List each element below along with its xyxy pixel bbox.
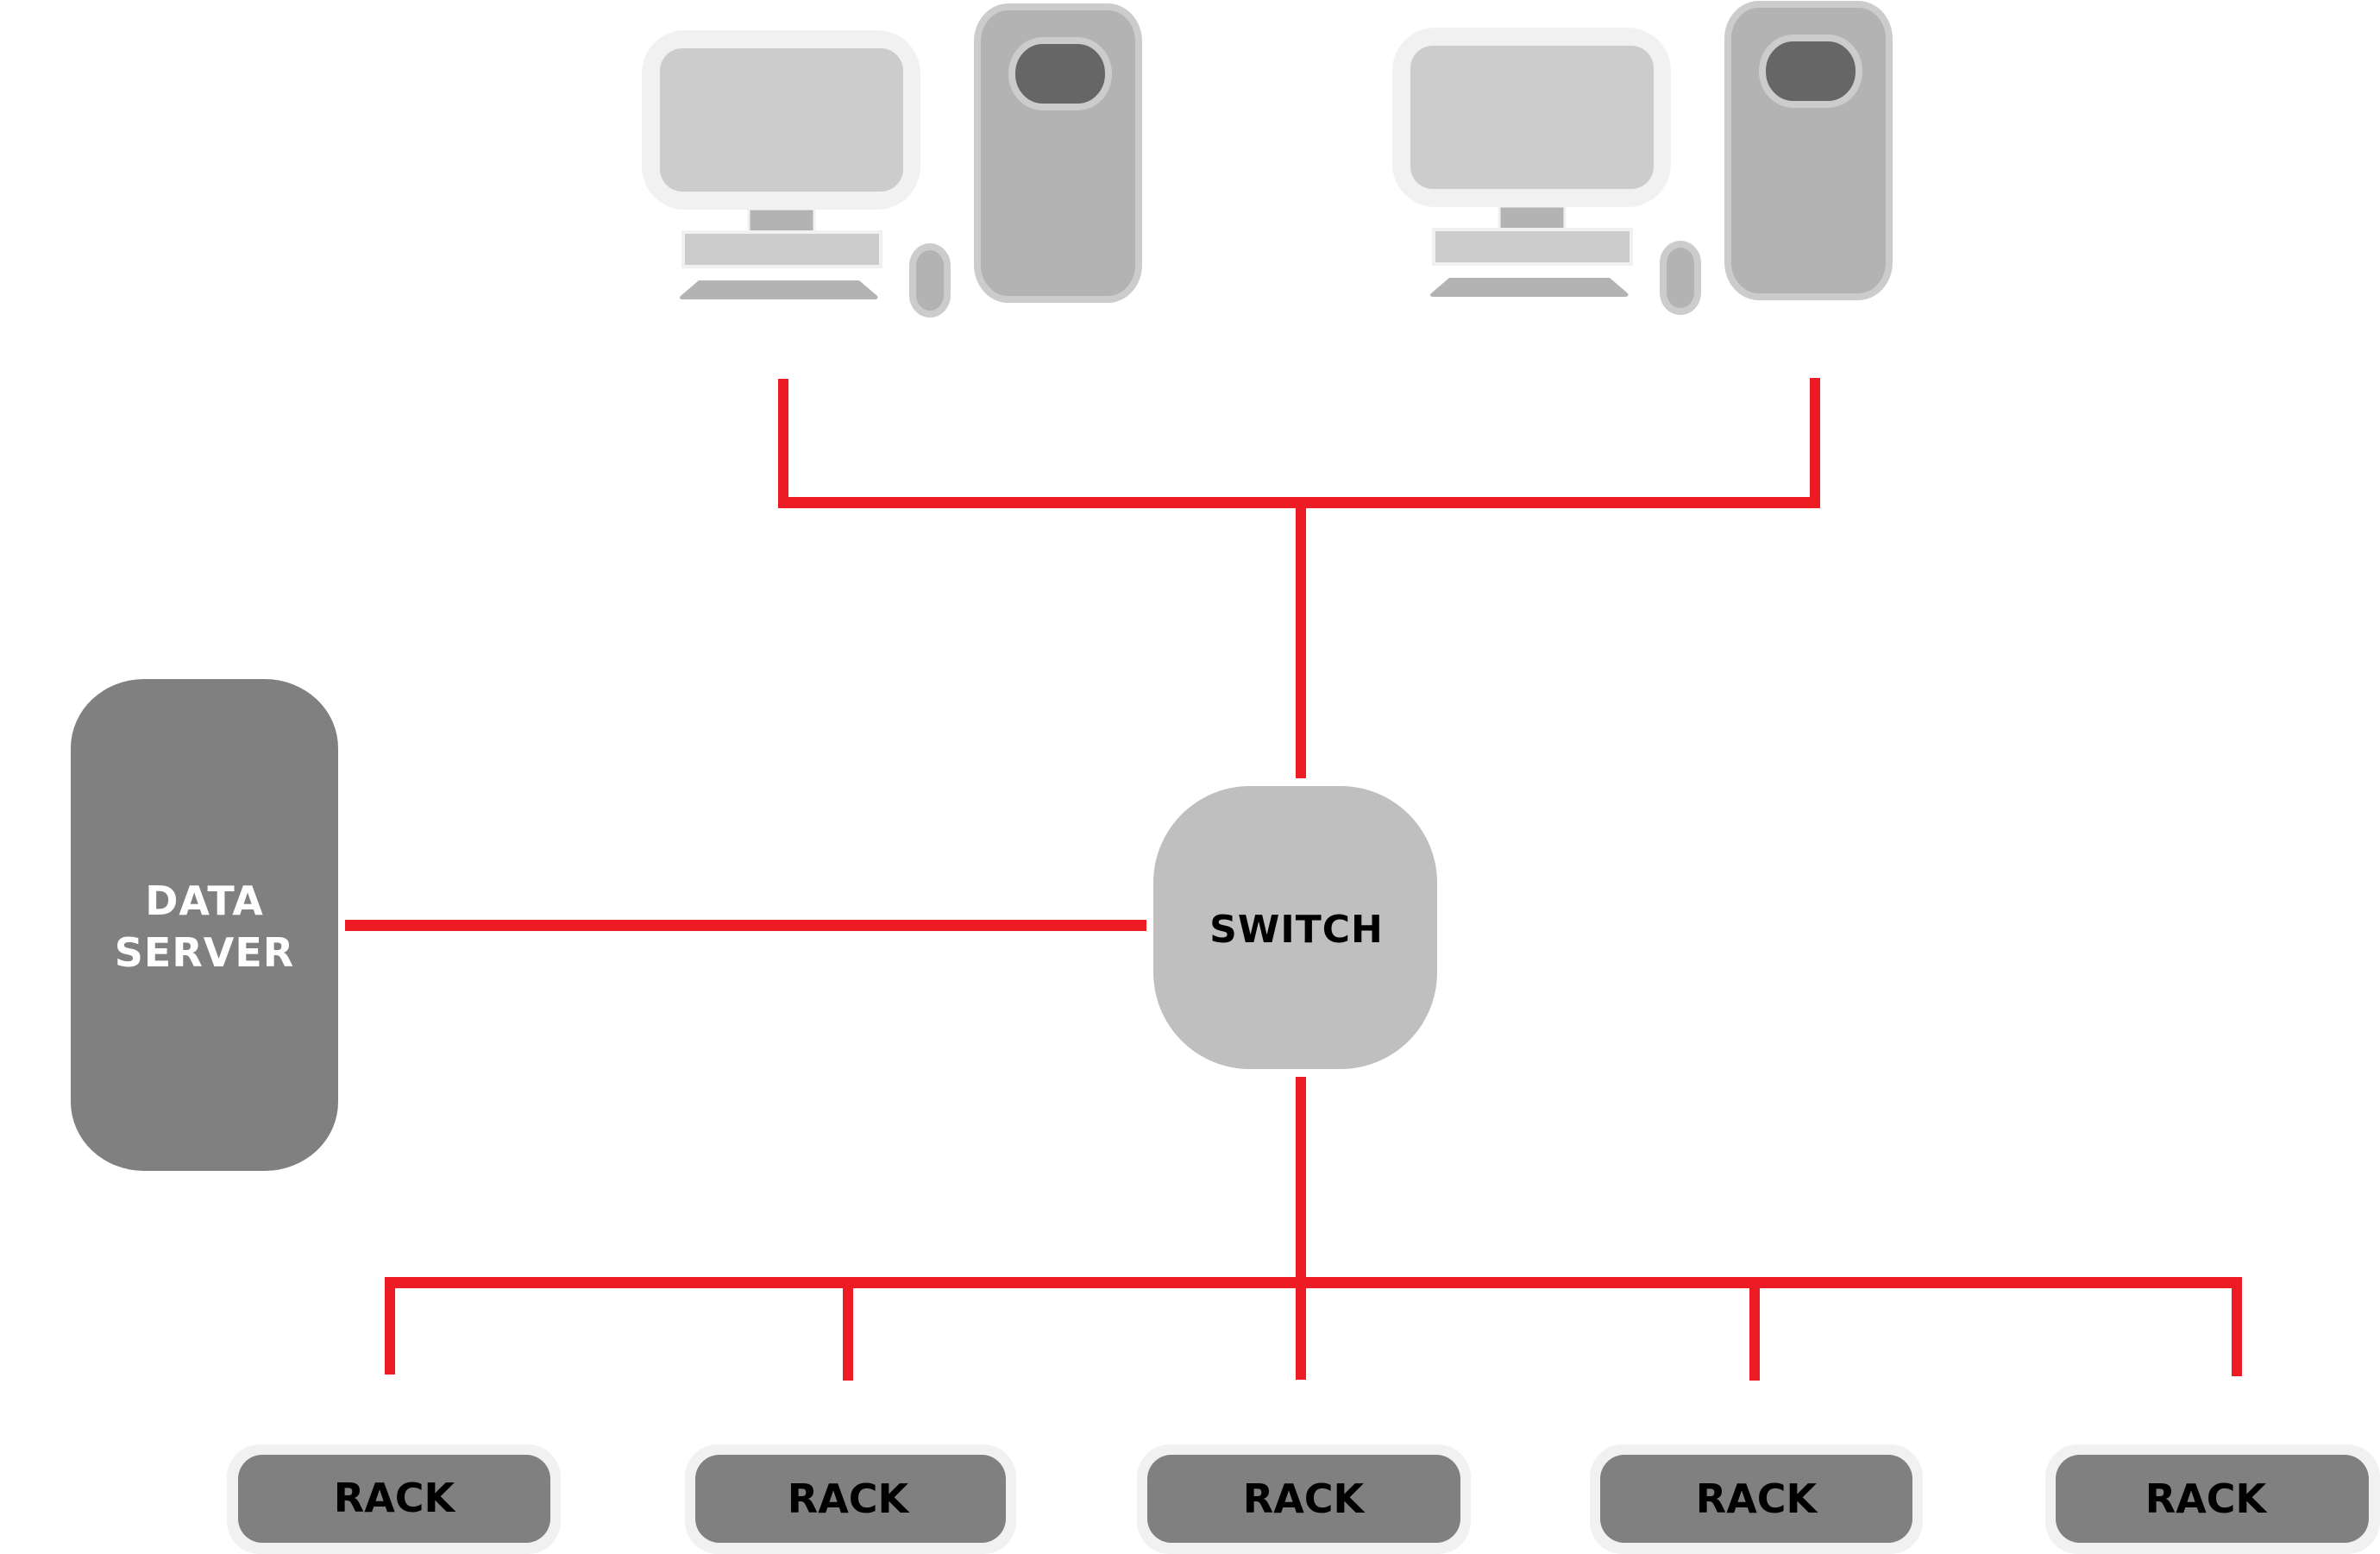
rack-body bbox=[1147, 1455, 1460, 1543]
tower-drive bbox=[1008, 37, 1112, 110]
rack-body bbox=[2056, 1455, 2369, 1543]
rack-label: RACK bbox=[1696, 1475, 1819, 1522]
mouse bbox=[909, 243, 951, 318]
link-rack-4-drop bbox=[1749, 1277, 1760, 1381]
monitor-screen bbox=[660, 48, 903, 192]
keyboard bbox=[1430, 278, 1629, 297]
workstation-2[interactable] bbox=[1392, 1, 1893, 315]
rack-label: RACK bbox=[1243, 1475, 1366, 1522]
link-server-to-switch bbox=[345, 920, 1146, 931]
link-rack-3-drop bbox=[1296, 1277, 1306, 1380]
rack-2[interactable]: RACK bbox=[685, 1444, 1016, 1554]
link-switch-to-bottom-bus bbox=[1296, 1077, 1306, 1288]
link-bottom-bus bbox=[385, 1277, 2242, 1288]
monitor-screen bbox=[1410, 46, 1654, 189]
data-server-label-line2: SERVER bbox=[115, 929, 294, 976]
mouse bbox=[1660, 241, 1701, 315]
switch-label: SWITCH bbox=[1209, 908, 1384, 952]
monitor-base bbox=[681, 230, 882, 268]
workstation-1[interactable] bbox=[642, 3, 1142, 318]
rack-label: RACK bbox=[788, 1475, 911, 1522]
network-links bbox=[345, 378, 2242, 1381]
rack-1[interactable]: RACK bbox=[227, 1444, 561, 1554]
keyboard bbox=[680, 280, 878, 299]
desktop-computer-icon bbox=[1392, 1, 1893, 315]
link-rack-2-drop bbox=[843, 1277, 853, 1381]
switch[interactable]: SWITCH bbox=[1153, 786, 1437, 1069]
rack-3[interactable]: RACK bbox=[1137, 1444, 1471, 1554]
rack-4[interactable]: RACK bbox=[1590, 1444, 1923, 1554]
switch-body bbox=[1153, 786, 1437, 1069]
link-workstation-2-drop bbox=[1810, 378, 1820, 508]
rack-label: RACK bbox=[2145, 1475, 2269, 1522]
monitor-neck bbox=[747, 207, 816, 234]
rack-body bbox=[1600, 1455, 1912, 1543]
link-rack-1-drop bbox=[385, 1277, 395, 1375]
link-workstation-1-drop bbox=[778, 379, 788, 508]
link-top-bus-to-switch bbox=[1296, 497, 1306, 778]
data-server[interactable]: DATA SERVER bbox=[71, 679, 338, 1171]
rack-body bbox=[695, 1455, 1006, 1543]
tower-drive bbox=[1759, 35, 1862, 108]
rack-label: RACK bbox=[334, 1475, 457, 1521]
data-server-label-line1: DATA bbox=[145, 878, 264, 924]
data-server-body bbox=[71, 679, 338, 1171]
rack-5[interactable]: RACK bbox=[2045, 1444, 2380, 1554]
monitor-base bbox=[1432, 228, 1633, 266]
link-rack-5-drop bbox=[2232, 1277, 2242, 1376]
desktop-computer-icon bbox=[642, 3, 1142, 318]
monitor-neck bbox=[1498, 204, 1567, 231]
rack-body bbox=[238, 1455, 550, 1543]
